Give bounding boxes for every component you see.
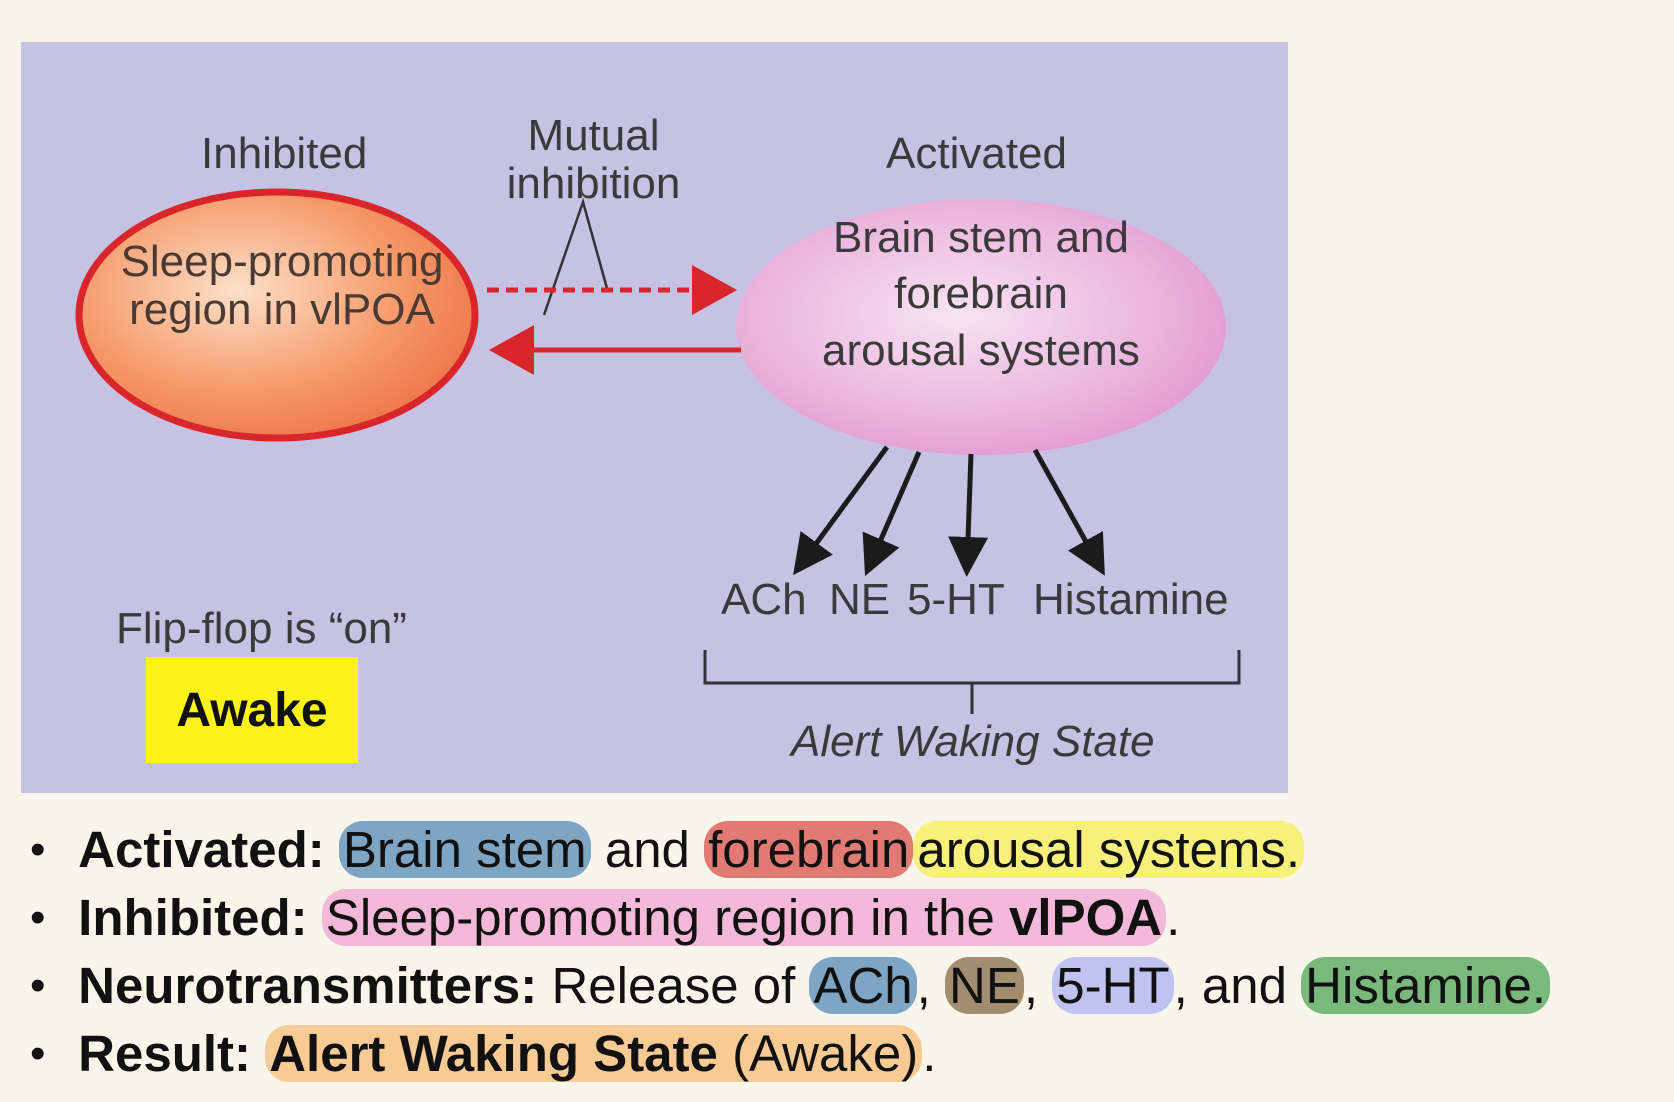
bullet-text: , [1023, 957, 1053, 1014]
highlight-forebrain: forebrain [704, 821, 914, 878]
highlight-arousal-systems: arousal systems. [913, 821, 1305, 878]
nt-5ht: 5-HT [907, 575, 1005, 624]
bullet-dot: • [30, 961, 46, 1010]
nt-ach: ACh [721, 575, 807, 624]
highlight-sleep-promoting: Sleep-promoting region in the vlPOA [321, 889, 1167, 946]
bullet-inhibited: • Inhibited: Sleep-promoting region in t… [30, 884, 1550, 952]
arousal-systems-ellipse [736, 199, 1226, 455]
state-bracket [703, 650, 1241, 714]
bullet-result: • Result: Alert Waking State (Awake). [30, 1020, 1550, 1088]
sleep-region-ellipse [75, 188, 479, 442]
highlight-histamine: Histamine. [1301, 957, 1551, 1014]
awake-badge: Awake [146, 657, 358, 763]
highlight-ach: ACh [809, 957, 917, 1014]
activated-label: Activated [886, 129, 1067, 178]
alert-waking-state-label: Alert Waking State [791, 717, 1155, 766]
mutual-inhibition-caret [542, 197, 610, 316]
bullet-dot: • [30, 1029, 46, 1078]
arrow-ach [793, 445, 890, 576]
bullet-text: . [1166, 889, 1181, 946]
bullet-text: and [590, 821, 705, 878]
bullet-neurotransmitters: • Neurotransmitters: Release of ACh, NE,… [30, 952, 1551, 1020]
bullet-vlpoa: vlPOA [1009, 889, 1163, 946]
arrow-histamine [1032, 448, 1105, 576]
bullet-key: Result: [78, 1025, 252, 1082]
bullet-key: Activated: [78, 821, 325, 878]
bullet-key: Neurotransmitters: [78, 957, 538, 1014]
arrow-ne [862, 451, 922, 577]
bullet-text: Sleep-promoting region in the [325, 889, 1010, 946]
highlight-5ht: 5-HT [1052, 957, 1174, 1014]
bullet-dot: • [30, 825, 46, 874]
flip-flop-diagram: Inhibited Mutual inhibition Activated Sl… [21, 42, 1288, 793]
arrow-5ht [948, 453, 989, 577]
bullet-text: Release of [537, 957, 810, 1014]
nt-histamine: Histamine [1033, 575, 1229, 624]
sleep-region-label: Sleep-promoting region in vlPOA [120, 237, 444, 335]
nt-ne: NE [829, 575, 891, 624]
bullet-text: (Awake) [717, 1025, 919, 1082]
inhibited-label: Inhibited [201, 129, 368, 178]
bullet-key: Inhibited: [78, 889, 308, 946]
arousal-systems-label: Brain stem and forebrain arousal systems [822, 213, 1140, 375]
bullet-text: . [922, 1025, 937, 1082]
bullet-text: , and [1173, 957, 1302, 1014]
highlight-alert-waking-state: Alert Waking State (Awake) [265, 1025, 923, 1082]
bullet-result-state: Alert Waking State [269, 1025, 718, 1082]
mutual-inhibition-label: Mutual inhibition [506, 111, 681, 209]
diagram-canvas [75, 188, 1241, 714]
bullet-text: , [916, 957, 946, 1014]
flip-flop-label: Flip-flop is “on” [116, 604, 407, 653]
highlight-ne: NE [945, 957, 1024, 1014]
highlight-brain-stem: Brain stem [338, 821, 591, 878]
bullet-dot: • [30, 893, 46, 942]
